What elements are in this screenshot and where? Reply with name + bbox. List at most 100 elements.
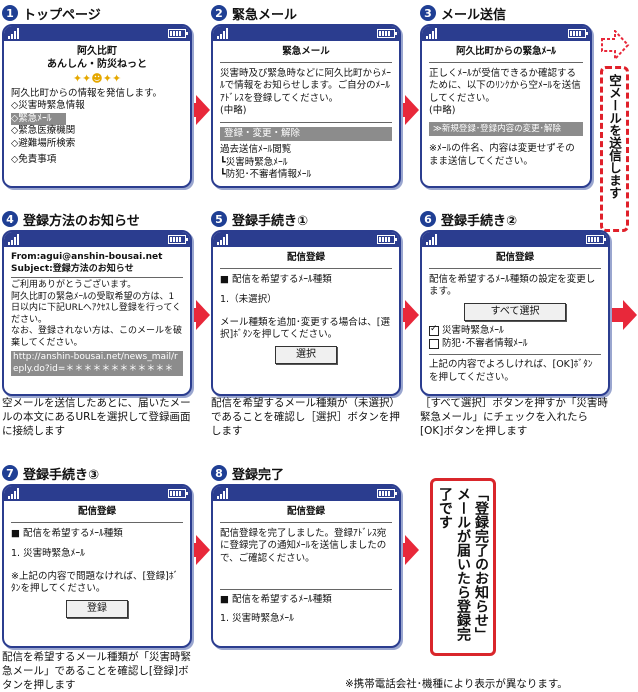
- arrow-right-icon: [609, 300, 637, 330]
- arrow-right-icon: [182, 535, 210, 565]
- menu-item[interactable]: ◇免責事項: [11, 154, 57, 165]
- battery-icon: [568, 29, 588, 38]
- note-text: 上記の内容でよろしければ、[OK]ﾎﾞﾀﾝを押してください。: [429, 359, 593, 383]
- screen-title: 阿久比町からの緊急ﾒｰﾙ: [429, 46, 583, 63]
- footnote: ※携帯電話会社･機種により表示が異なります。: [345, 678, 568, 690]
- step-4: 4 登録方法のお知らせ From:agui@anshin-bousai.net S…: [2, 208, 192, 396]
- note-text: ※上記の内容で問題なければ、[登録]ﾎﾞﾀﾝを押してください。: [11, 570, 179, 595]
- body-text: 配信登録を完了しました。登録ｱﾄﾞﾚｽ宛に登録完了の通知ﾒｰﾙを送信しましたので…: [220, 527, 387, 564]
- step-title: 登録手続き②: [441, 213, 518, 229]
- selected-type: 1.（未選択）: [220, 294, 277, 305]
- register-button[interactable]: 登録: [66, 599, 128, 618]
- phone-screen: 配信登録 ■ 配信を希望するﾒｰﾙ種類 1. 災害時緊急ﾒｰﾙ ※上記の内容で問…: [2, 484, 192, 648]
- arrow-right-icon: [391, 535, 419, 565]
- screen-title: 配信登録: [429, 252, 601, 269]
- step-title: メール送信: [441, 7, 507, 23]
- step-6-description: ［すべて選択］ボタンを押すか「災害時緊急メール」にチェックを入れたら[OK]ボタ…: [420, 397, 608, 437]
- registration-url-link[interactable]: http://anshin-bousai.net/news_mail/reply…: [11, 351, 183, 376]
- arrow-right-icon: [391, 300, 419, 330]
- phone-screen: 阿久比町 あんしん・防災ねっと ✦✦☻✦✦ 阿久比町からの情報を発信します。 ◇…: [2, 24, 192, 188]
- signal-icon: [8, 28, 19, 39]
- step-title: 登録方法のお知らせ: [23, 213, 140, 229]
- site-name: 阿久比町: [77, 46, 117, 57]
- checkbox-crime-mail[interactable]: 防犯･不審者情報ﾒｰﾙ: [429, 338, 601, 351]
- site-subtitle: あんしん・防災ねっと: [47, 58, 147, 70]
- omitted-text: (中略): [429, 105, 456, 116]
- signal-icon: [426, 234, 437, 245]
- step-title: 登録完了: [232, 467, 285, 483]
- step-number: 7: [2, 465, 18, 481]
- section-heading: ■ 配信を希望するﾒｰﾙ種類: [220, 594, 332, 605]
- arrow-right-icon: [182, 95, 210, 125]
- body-text: なお、登録されない方は、このメールを破棄してください。: [11, 326, 183, 348]
- menu-item-selected[interactable]: ◇緊急ﾒｰﾙ: [11, 112, 66, 125]
- completion-note: 「登録完了のお知らせ」メールが届いたら登録完了です: [430, 478, 496, 656]
- intro-text: 阿久比町からの情報を発信します。: [11, 87, 163, 99]
- step-number: 8: [211, 465, 227, 481]
- checkbox-label: 災害時緊急ﾒｰﾙ: [442, 325, 504, 336]
- battery-icon: [168, 235, 188, 244]
- step-6: 6 登録手続き② 配信登録 配信を希望するﾒｰﾙ種類の設定を変更します。 すべて選…: [420, 208, 610, 396]
- step-7-description: 配信を希望するメール種類が「災害時緊急メール」であることを確認し[登録]ボタンを…: [2, 651, 191, 691]
- section-heading: ■ 配信を希望するﾒｰﾙ種類: [220, 273, 332, 285]
- phone-screen: 阿久比町からの緊急ﾒｰﾙ 正しくﾒｰﾙが受信できるか確認するために、以下のﾘﾝｸ…: [420, 24, 592, 188]
- phone-screen: 配信登録 配信を希望するﾒｰﾙ種類の設定を変更します。 すべて選択 災害時緊急ﾒ…: [420, 230, 610, 396]
- checkbox-disaster-mail[interactable]: 災害時緊急ﾒｰﾙ: [429, 323, 601, 338]
- screen-title: 配信登録: [220, 252, 392, 269]
- battery-icon: [168, 29, 188, 38]
- step-3: 3 メール送信 阿久比町からの緊急ﾒｰﾙ 正しくﾒｰﾙが受信できるか確認するために…: [420, 2, 592, 188]
- step-4-description: 空メールを送信したあとに、届いたメールの本文にあるURLを選択して登録画面に接続…: [2, 397, 191, 437]
- selected-type: 1. 災害時緊急ﾒｰﾙ: [220, 612, 294, 624]
- list-item[interactable]: 過去送信ﾒｰﾙ閲覧: [220, 144, 292, 155]
- note-text: ※ﾒｰﾙの件名、内容は変更せずそのまま送信してください。: [429, 143, 575, 167]
- step-title: 緊急メール: [232, 7, 298, 23]
- section-heading: ■ 配信を希望するﾒｰﾙ種類: [11, 527, 123, 539]
- arrow-right-icon: [182, 300, 210, 330]
- omitted-text: (中略): [220, 105, 247, 116]
- register-change-cancel-link[interactable]: 登録・変更・解除: [220, 126, 392, 141]
- menu-item[interactable]: ◇避難場所検索: [11, 137, 76, 149]
- mail-subject: Subject:登録方法のお知らせ: [11, 264, 183, 278]
- signal-icon: [8, 488, 19, 499]
- phone-screen: 配信登録 配信登録を完了しました。登録ｱﾄﾞﾚｽ宛に登録完了の通知ﾒｰﾙを送信し…: [211, 484, 401, 648]
- signal-icon: [426, 28, 437, 39]
- body-text: ご利用ありがとうございます。: [11, 280, 137, 290]
- battery-icon: [377, 489, 397, 498]
- signal-icon: [217, 28, 228, 39]
- step-number: 3: [420, 5, 436, 21]
- menu-item[interactable]: ◇緊急医療機関: [11, 125, 76, 136]
- arrow-right-outline-icon: [601, 30, 630, 60]
- step-number: 4: [2, 211, 18, 227]
- step-title: 登録手続き①: [232, 213, 309, 229]
- select-all-button[interactable]: すべて選択: [464, 302, 566, 321]
- step-number: 6: [420, 211, 436, 227]
- battery-icon: [168, 489, 188, 498]
- body-text: 正しくﾒｰﾙが受信できるか確認するために、以下のﾘﾝｸから空ﾒｰﾙを送信してくだ…: [429, 67, 581, 104]
- step-number: 5: [211, 211, 227, 227]
- body-text: 阿久比町の緊急ﾒｰﾙの受取希望の方は、1日以内に下記URLへｱｸｾｽし登録を行っ…: [11, 291, 182, 325]
- select-button[interactable]: 選択: [275, 345, 337, 364]
- body-text: 配信を希望するﾒｰﾙ種類の設定を変更します。: [429, 273, 596, 298]
- screen-title: 配信登録: [11, 506, 183, 523]
- signal-icon: [8, 234, 19, 245]
- checkbox-checked-icon: [429, 323, 439, 337]
- menu-item[interactable]: ◇災害時緊急情報: [11, 100, 85, 111]
- send-empty-mail-note: 空メールを送信します: [600, 66, 629, 232]
- signal-icon: [217, 234, 228, 245]
- mail-from: From:agui@anshin-bousai.net: [11, 252, 163, 262]
- screen-title: 配信登録: [220, 506, 392, 523]
- selected-type: 1. 災害時緊急ﾒｰﾙ: [11, 548, 85, 559]
- signal-icon: [217, 488, 228, 499]
- list-item[interactable]: ┗災害時緊急ﾒｰﾙ: [220, 156, 288, 168]
- list-item[interactable]: ┗防犯･不審者情報ﾒｰﾙ: [220, 169, 312, 180]
- step-8: 8 登録完了 配信登録 配信登録を完了しました。登録ｱﾄﾞﾚｽ宛に登録完了の通知ﾒ…: [211, 462, 401, 648]
- checkbox-unchecked-icon: [429, 338, 439, 349]
- battery-icon: [377, 29, 397, 38]
- step-number: 1: [2, 5, 18, 21]
- body-text: 災害時及び緊急時などに阿久比町からﾒｰﾙで情報をお知らせします。ご自分のﾒｰﾙｱ…: [220, 67, 392, 104]
- new-registration-link[interactable]: ≫新規登録･登録内容の変更･解除: [429, 121, 583, 136]
- mascot-icon: ✦✦☻✦✦: [72, 72, 122, 85]
